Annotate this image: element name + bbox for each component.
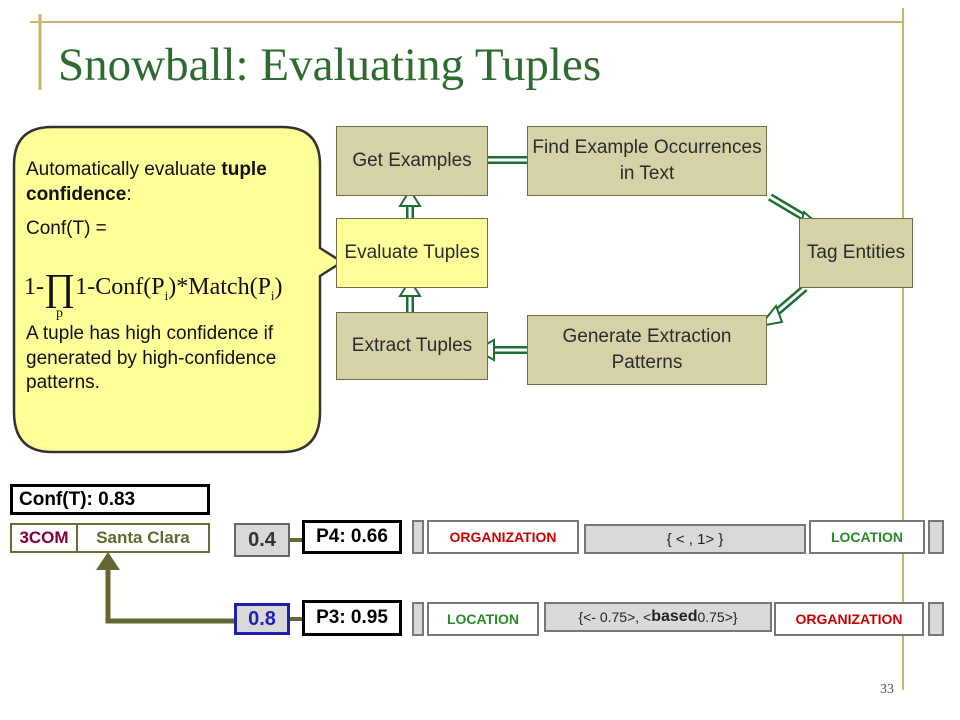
match-score-p4: 0.4: [234, 523, 290, 557]
flow-box-find-occurrences: Find Example Occurrences in Text: [527, 126, 767, 196]
formula-index-2: i: [270, 287, 275, 303]
slide-frame-lines: [30, 8, 904, 690]
pattern-p3-left-tag: LOCATION: [427, 602, 539, 636]
example-connectors: [96, 538, 302, 624]
formula-term-middle: )*Match(P: [168, 274, 271, 300]
formula-product-symbol: ∏: [44, 267, 76, 309]
pattern-p4-right-slot: [928, 520, 944, 554]
tuple-loc-cell: Santa Clara: [76, 523, 210, 553]
callout-heading-bold: tuple confidence: [26, 159, 267, 205]
match-score-p3: 0.8: [234, 603, 290, 635]
pattern-p3-left-slot: [412, 602, 424, 636]
formula-product-index: p: [56, 306, 63, 321]
callout-heading-suffix: :: [126, 183, 132, 205]
pattern-p4-left-slot: [412, 520, 424, 554]
pattern-p3-middle: {<- 0.75>, <based 0.75>}: [544, 602, 772, 632]
pattern-p3-right-slot: [928, 602, 944, 636]
pattern-p3-label: P3: 0.95: [302, 600, 402, 636]
formula-term-prefix: 1-Conf(P: [75, 274, 165, 300]
flow-box-extract-tuples: Extract Tuples: [336, 312, 488, 380]
callout-conf-label: Conf(T) =: [26, 218, 107, 240]
speech-callout-shape: [12, 125, 345, 454]
callout-explanation: A tuple has high confidence if generated…: [26, 323, 277, 394]
callout-heading-prefix: Automatically evaluate: [26, 159, 222, 180]
formula-term-suffix: ): [274, 274, 283, 300]
pattern-p4-label: P4: 0.66: [302, 520, 402, 554]
flow-box-evaluate-tuples: Evaluate Tuples: [336, 218, 488, 288]
flow-box-generate-patterns: Generate Extraction Patterns: [527, 315, 767, 385]
pattern-p4-middle: { < , 1> }: [584, 524, 806, 554]
callout-text: Automatically evaluate tuple confidence:…: [26, 158, 288, 252]
pattern-p4-right-tag: LOCATION: [809, 520, 925, 554]
tuple-confidence-result: Conf(T): 0.83: [10, 484, 210, 515]
pattern-p3-middle-prefix: {<- 0.75>, <: [578, 609, 652, 625]
flow-box-tag-entities: Tag Entities: [799, 218, 913, 288]
flow-box-get-examples: Get Examples: [336, 126, 488, 196]
pattern-p3-middle-suffix: 0.75>}: [697, 609, 738, 625]
slide-title: Snowball: Evaluating Tuples: [58, 39, 602, 91]
pattern-p4-left-tag: ORGANIZATION: [427, 520, 579, 554]
formula-index-1: i: [164, 287, 169, 303]
pattern-p3-right-tag: ORGANIZATION: [774, 602, 924, 636]
callout-heading: Automatically evaluate tuple confidence:: [26, 158, 288, 207]
tuple-org-cell: 3COM: [10, 523, 78, 553]
pattern-p3-middle-bold: based: [651, 608, 698, 625]
formula-one-minus: 1-: [24, 274, 44, 300]
page-number: 33: [880, 682, 894, 697]
